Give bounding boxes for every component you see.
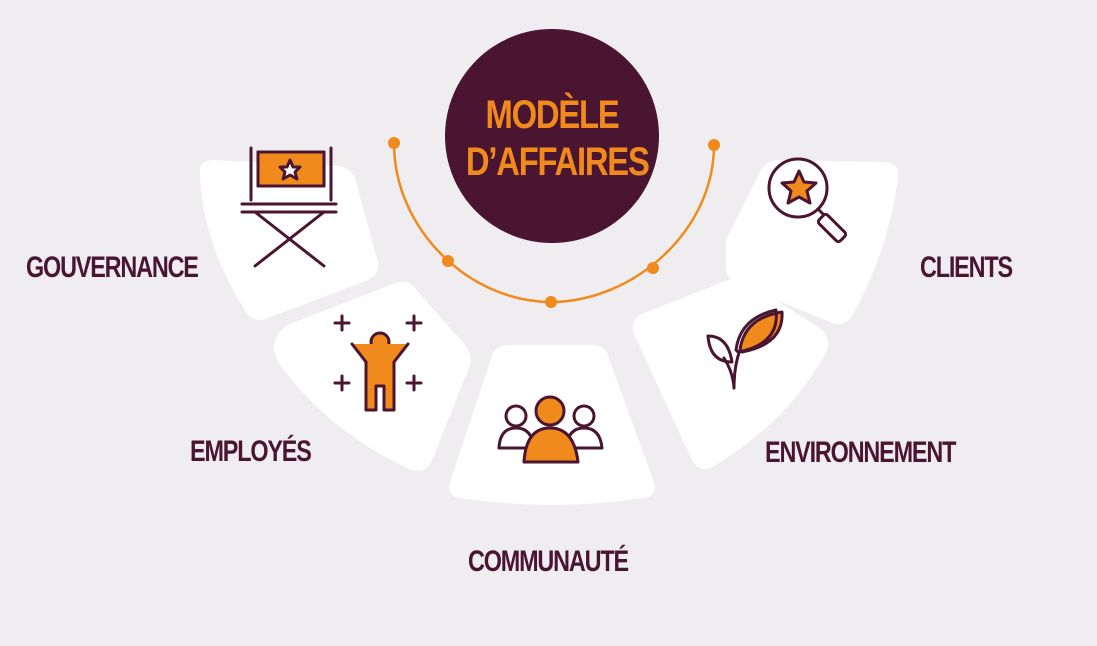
label-environnement: ENVIRONNEMENT bbox=[765, 436, 956, 469]
center-circle bbox=[445, 29, 659, 243]
label-employes: EMPLOYÉS bbox=[190, 435, 312, 468]
magnifier-star-icon bbox=[767, 157, 848, 244]
segment-clients bbox=[725, 160, 899, 324]
arc-dot bbox=[545, 296, 557, 308]
arc-dot bbox=[708, 139, 720, 151]
arc-dot bbox=[442, 255, 454, 267]
group-people-icon bbox=[497, 395, 604, 464]
arc-dot bbox=[388, 137, 400, 149]
center-title-line1: MODÈLE bbox=[485, 93, 620, 137]
label-communaute: COMMUNAUTÉ bbox=[468, 545, 629, 578]
leaf-plant-icon bbox=[706, 308, 784, 390]
cheering-person-icon bbox=[333, 314, 423, 412]
label-clients: CLIENTS bbox=[920, 251, 1013, 284]
center-title: MODÈLE D’AFFAIRES bbox=[465, 92, 650, 186]
center-title-line2: D’AFFAIRES bbox=[465, 140, 650, 184]
directors-chair-icon bbox=[240, 146, 338, 268]
arc-dot bbox=[647, 262, 659, 274]
label-gouvernance: GOUVERNANCE bbox=[26, 251, 199, 284]
